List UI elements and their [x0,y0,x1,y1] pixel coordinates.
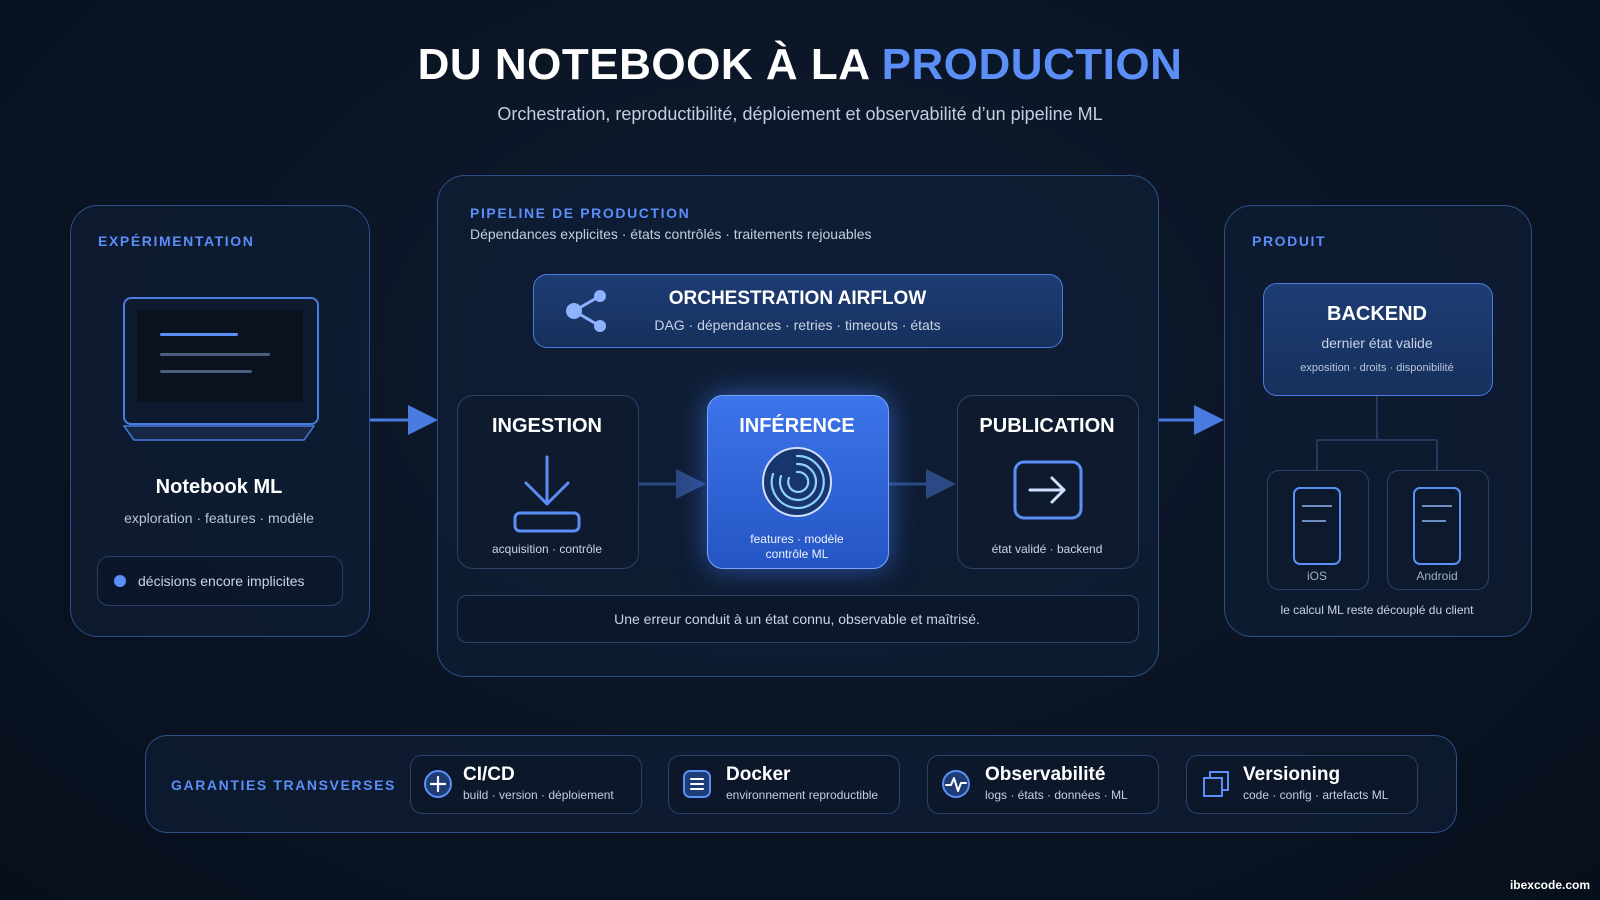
share-nodes-icon [566,290,606,332]
docker-subtitle: environnement reproductible [726,788,879,802]
error-note-text: Une erreur conduit à un état connu, obse… [614,611,980,627]
ingestion-title: INGESTION [491,415,602,437]
code-line [160,353,270,356]
publication-stage [957,395,1139,569]
backend-box [1263,283,1493,396]
backend-details: exposition · droits · disponibilité [1300,362,1454,374]
versioning-subtitle: code · config · artefacts ML [1243,788,1389,802]
phone-line [1422,520,1446,522]
ingestion-caption: acquisition · contrôle [491,542,603,556]
guarantees-label: GARANTIES TRANSVERSES [171,777,396,793]
airflow-subtitle: DAG · dépendances · retries · timeouts ·… [654,317,941,333]
model-processing-icon [762,447,832,517]
ios-device-card [1267,470,1369,590]
inference-title: INFÉRENCE [739,415,855,437]
brand-footer: ibexcode.com [1509,878,1590,892]
inference-caption: features · modèle [750,532,844,546]
pipeline-subtitle: Dépendances explicites · états contrôlés… [470,226,872,242]
arrow-right-box-icon [1013,460,1083,520]
page-title: DU NOTEBOOK À LA PRODUCTION [0,40,1600,90]
pipeline-label: PIPELINE DE PRODUCTION [470,205,691,221]
docker-title: Docker [726,764,791,785]
cicd-title: CI/CD [463,764,515,785]
phone-line [1302,520,1326,522]
pulse-icon [942,770,970,798]
phone-line [1302,505,1332,507]
observability-subtitle: logs · états · données · ML [985,788,1128,802]
title-part1: DU NOTEBOOK À LA [417,40,882,89]
bullet-dot-icon [114,575,126,587]
title-highlight: PRODUCTION [881,40,1183,89]
backend-subtitle: dernier état valide [1321,335,1433,351]
experimentation-label: EXPÉRIMENTATION [98,233,255,249]
implicit-decisions-note [97,556,343,606]
container-icon [683,770,711,798]
airflow-title: ORCHESTRATION AIRFLOW [668,288,927,309]
page-subtitle: Orchestration, reproductibilité, déploie… [497,104,1103,124]
cicd-subtitle: build · version · déploiement [463,788,614,802]
backend-title: BACKEND [1327,303,1427,325]
versioning-title: Versioning [1243,764,1341,785]
implicit-decisions-text: décisions encore implicites [138,573,305,589]
ios-label: iOS [1306,569,1327,583]
code-line [160,370,252,373]
code-line [160,333,238,336]
download-icon [513,455,581,533]
phone-line [1422,505,1452,507]
notebook-title: Notebook ML [155,476,283,498]
publication-title: PUBLICATION [979,415,1115,437]
inference-caption-2: contrôle ML [765,547,829,561]
android-label: Android [1416,569,1458,583]
error-note-box [457,595,1139,643]
observability-title: Observabilité [985,764,1106,785]
phone-icon [1293,487,1341,565]
airflow-orchestration-box [533,274,1063,348]
android-device-card [1387,470,1489,590]
laptop-base [123,425,315,441]
product-label: PRODUIT [1252,233,1327,249]
plus-circle-icon [424,770,452,798]
notebook-subtitle: exploration · features · modèle [124,510,314,526]
product-footer-note: le calcul ML reste découplé du client [1280,603,1474,617]
copy-icon [1203,771,1229,797]
publication-caption: état validé · backend [991,542,1103,556]
phone-icon [1413,487,1461,565]
versioning-card [1186,755,1418,814]
laptop-screen [137,310,303,402]
